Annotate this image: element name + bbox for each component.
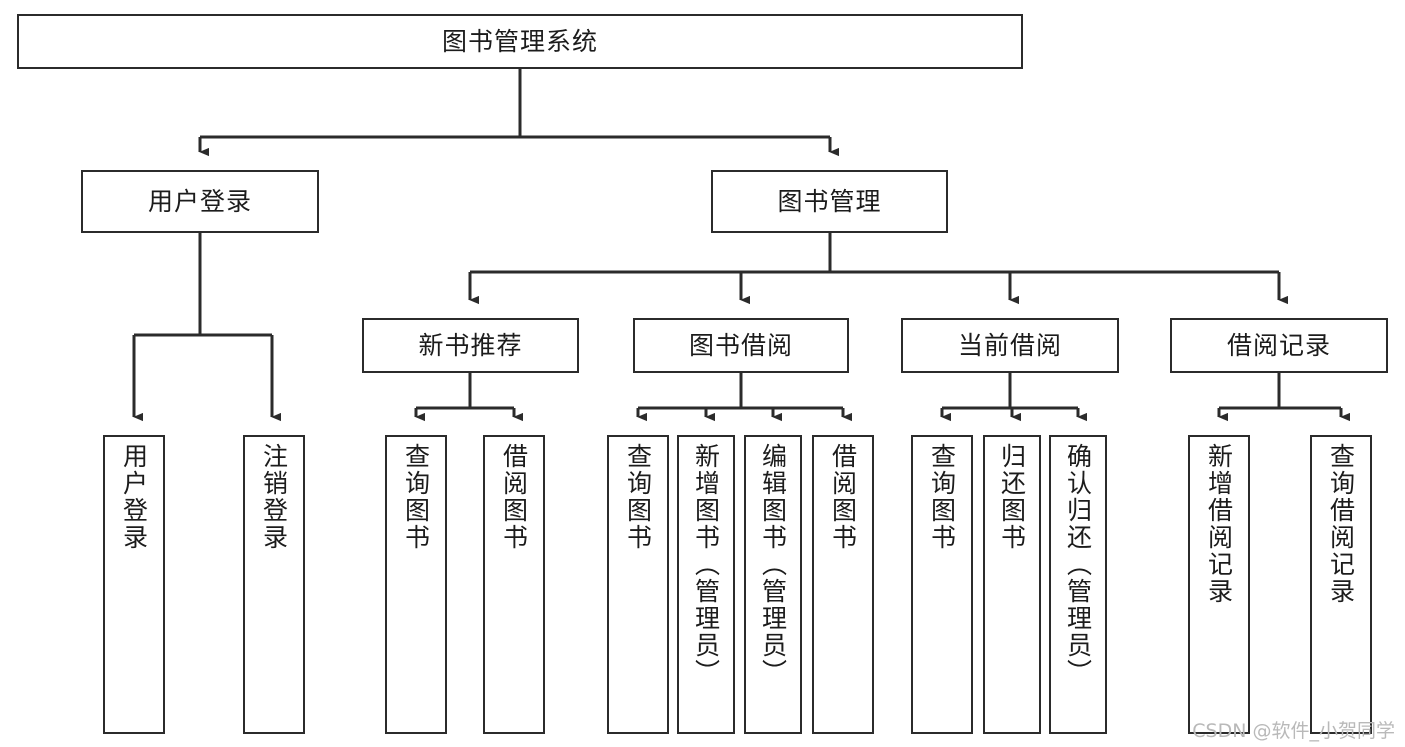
node-leaf-query-book-recommend[interactable]: 查询图书: [385, 435, 447, 734]
node-leaf-return-book-label: 归还图书: [997, 443, 1027, 551]
node-leaf-query-book-current[interactable]: 查询图书: [911, 435, 973, 734]
node-current-borrow[interactable]: 当前借阅: [901, 318, 1119, 373]
node-leaf-return-book[interactable]: 归还图书: [983, 435, 1041, 734]
node-leaf-query-book-borrow[interactable]: 查询图书: [607, 435, 669, 734]
node-leaf-query-borrow-record[interactable]: 查询借阅记录: [1310, 435, 1372, 734]
node-current-borrow-label: 当前借阅: [957, 330, 1062, 360]
node-leaf-edit-book-admin[interactable]: 编辑图书（管理员）: [744, 435, 802, 734]
node-leaf-confirm-return-admin[interactable]: 确认归还（管理员）: [1049, 435, 1107, 734]
node-leaf-borrow-book-recommend[interactable]: 借阅图书: [483, 435, 545, 734]
node-book-management-label: 图书管理: [777, 186, 882, 216]
node-user-login-label: 用户登录: [147, 186, 252, 216]
node-leaf-add-book-admin[interactable]: 新增图书（管理员）: [677, 435, 735, 734]
node-leaf-add-borrow-record[interactable]: 新增借阅记录: [1188, 435, 1250, 734]
node-book-borrow-label: 图书借阅: [688, 330, 793, 360]
node-leaf-user-login-label: 用户登录: [119, 443, 149, 551]
node-root-label: 图书管理系统: [441, 26, 598, 56]
node-leaf-add-borrow-record-label: 新增借阅记录: [1204, 443, 1234, 605]
node-borrow-record[interactable]: 借阅记录: [1170, 318, 1388, 373]
node-leaf-logout-label: 注销登录: [259, 443, 289, 551]
node-leaf-borrow-book-recommend-label: 借阅图书: [499, 443, 529, 551]
watermark-text: CSDN @软件_小贺同学: [1192, 720, 1395, 742]
node-borrow-record-label: 借阅记录: [1226, 330, 1331, 360]
node-leaf-logout[interactable]: 注销登录: [243, 435, 305, 734]
node-leaf-borrow-book-label: 借阅图书: [828, 443, 858, 551]
node-book-management[interactable]: 图书管理: [711, 170, 948, 233]
node-book-borrow[interactable]: 图书借阅: [633, 318, 849, 373]
node-leaf-add-book-admin-label: 新增图书（管理员）: [691, 443, 721, 686]
node-leaf-query-book-current-label: 查询图书: [927, 443, 957, 551]
node-leaf-confirm-return-admin-label: 确认归还（管理员）: [1063, 443, 1093, 686]
node-new-book-recommend-label: 新书推荐: [418, 330, 523, 360]
node-leaf-query-book-recommend-label: 查询图书: [401, 443, 431, 551]
node-leaf-edit-book-admin-label: 编辑图书（管理员）: [758, 443, 788, 686]
node-leaf-borrow-book[interactable]: 借阅图书: [812, 435, 874, 734]
node-new-book-recommend[interactable]: 新书推荐: [362, 318, 579, 373]
node-user-login[interactable]: 用户登录: [81, 170, 319, 233]
node-root[interactable]: 图书管理系统: [17, 14, 1023, 69]
node-leaf-query-book-borrow-label: 查询图书: [623, 443, 653, 551]
node-leaf-query-borrow-record-label: 查询借阅记录: [1326, 443, 1356, 605]
node-leaf-user-login[interactable]: 用户登录: [103, 435, 165, 734]
